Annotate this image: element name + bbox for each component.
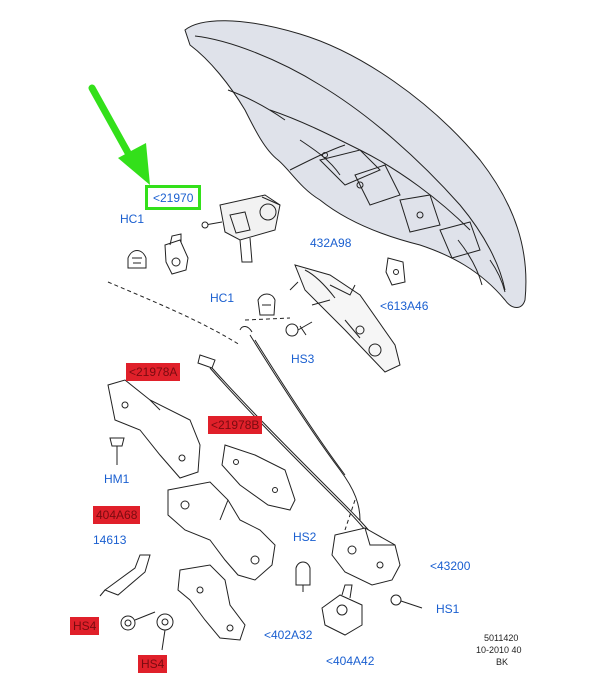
bracket-21970 — [164, 233, 189, 275]
callout-402a32: <402A32 — [264, 628, 313, 642]
footer-code: 5011420 — [484, 633, 519, 643]
callout-404a42: <404A42 — [326, 654, 375, 668]
callout-404a68: 404A68 — [93, 506, 141, 524]
clip-hc1-mid — [257, 293, 276, 316]
clip-hc1-top — [127, 250, 147, 269]
screw-hm1 — [109, 437, 125, 465]
bolt-hs3 — [285, 321, 313, 337]
bracket-404a68 — [167, 481, 276, 581]
callout-432a98: 432A98 — [310, 236, 352, 250]
latch-actuator-432a98 — [289, 264, 401, 373]
callout-hc1-top: HC1 — [120, 212, 145, 226]
footer-date: 10-2010 40 — [476, 645, 522, 655]
green-pointer-arrow — [88, 84, 150, 185]
callout-14613: 14613 — [93, 533, 127, 547]
bracket-21978b — [221, 444, 296, 511]
callout-43200: <43200 — [430, 559, 471, 573]
callout-hm1: HM1 — [104, 472, 130, 486]
bracket-402a32 — [177, 564, 246, 641]
actuator-assembly — [201, 194, 281, 263]
callout-21970: <21970 — [145, 185, 202, 210]
callout-21978a: <21978A — [126, 363, 181, 381]
callout-hs4-a: HS4 — [70, 617, 100, 635]
bolt-hs4-b — [156, 613, 174, 651]
liftgate-panel — [184, 20, 527, 308]
bolt-hs4-a — [120, 611, 156, 631]
callout-hc1-mid: HC1 — [210, 291, 235, 305]
latch-43200 — [331, 527, 401, 586]
rod-14613 — [99, 554, 151, 597]
callout-21978b: <21978B — [208, 416, 263, 434]
callout-hs3: HS3 — [291, 352, 315, 366]
bolt-hs2 — [295, 561, 311, 592]
bolt-hs1 — [390, 594, 423, 609]
release-cables — [197, 326, 383, 553]
callout-hs1: HS1 — [436, 602, 460, 616]
callout-613a46: <613A46 — [380, 299, 429, 313]
callout-hs2: HS2 — [293, 530, 317, 544]
callout-hs4-b: HS4 — [138, 655, 168, 673]
bracket-21978a — [107, 379, 201, 479]
striker-404a42 — [321, 584, 363, 636]
footer-suffix: BK — [496, 657, 509, 667]
bracket-613a46 — [385, 257, 406, 286]
